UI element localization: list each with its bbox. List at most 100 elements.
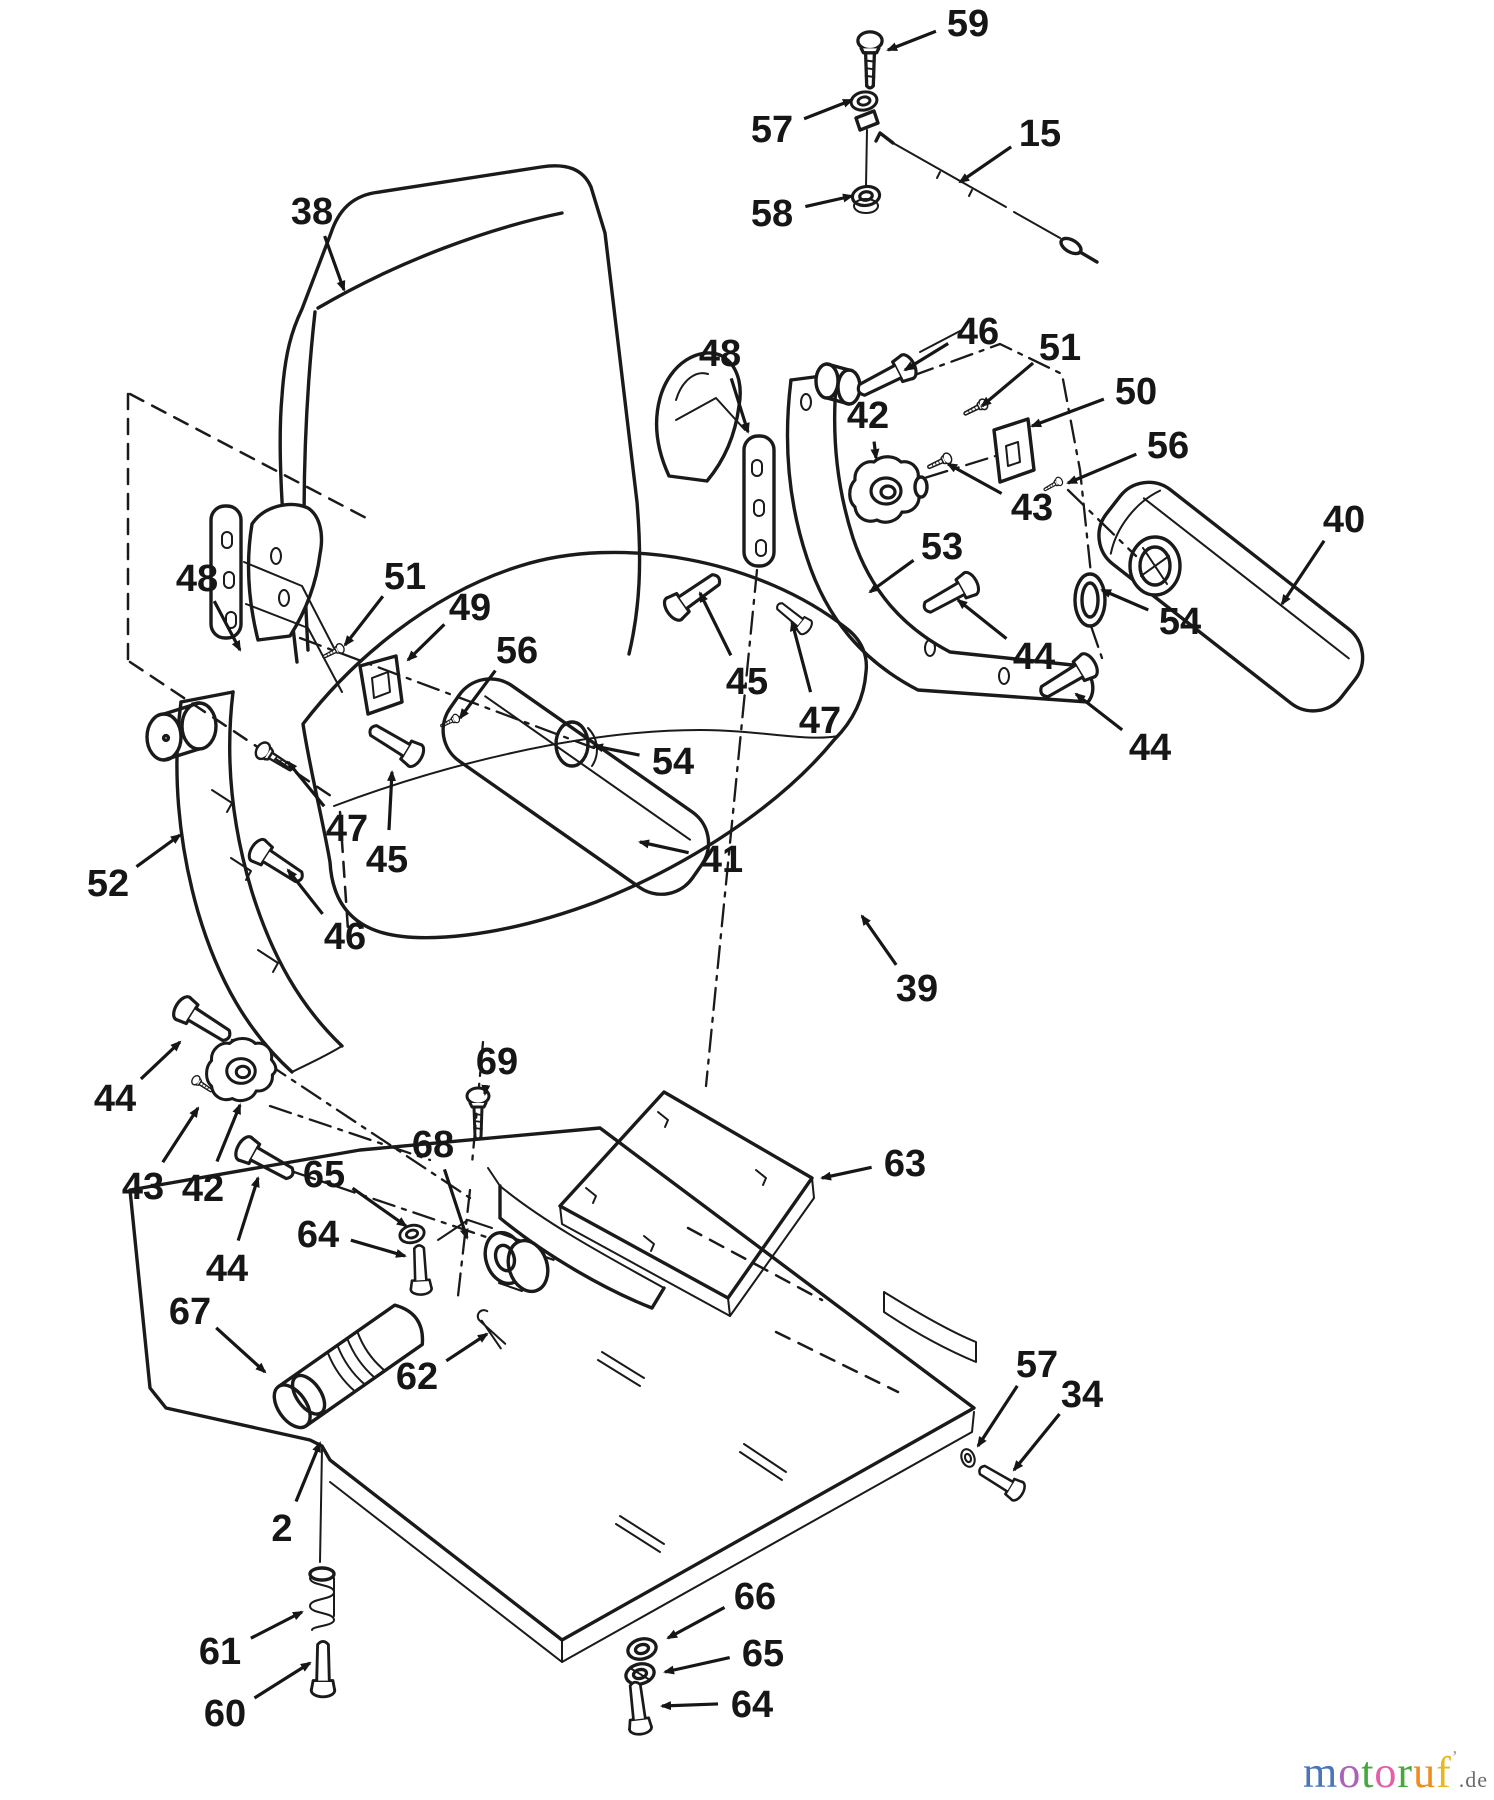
- screw-43: [924, 450, 955, 474]
- callout-arrow-45: [698, 591, 733, 657]
- pin-62: [476, 1309, 507, 1350]
- callout-arrow-60: [253, 1661, 312, 1700]
- callout-label-39: 39: [896, 968, 938, 1010]
- callout-label-51: 51: [384, 556, 426, 598]
- callout-arrow-64: [350, 1238, 407, 1258]
- callout-arrow-47: [789, 620, 813, 693]
- callout-label-57: 57: [751, 109, 793, 151]
- line-art-layer: [126, 30, 1365, 1737]
- callout-arrow-44: [236, 1176, 260, 1242]
- seat-hole: [554, 720, 590, 768]
- watermark-letter: t: [1361, 1748, 1375, 1797]
- callout-arrow-63: [820, 1165, 872, 1181]
- bolt-64: [622, 1679, 654, 1737]
- callout-label-54: 54: [1159, 601, 1201, 643]
- watermark-letter: o: [1338, 1748, 1362, 1797]
- callout-label-49: 49: [449, 587, 491, 629]
- callout-arrow-42: [870, 441, 880, 460]
- callout-label-66: 66: [734, 1576, 776, 1618]
- callout-arrow-43: [161, 1106, 200, 1164]
- callout-label-34: 34: [1061, 1374, 1103, 1416]
- callout-arrow-44: [1074, 692, 1124, 732]
- callout-arrow-15: [958, 145, 1013, 184]
- callout-label-52: 52: [87, 863, 129, 905]
- callout-label-48: 48: [699, 333, 741, 375]
- callout-label-41: 41: [701, 839, 743, 881]
- callout-label-50: 50: [1115, 371, 1157, 413]
- knob-42: [848, 455, 925, 524]
- bracket-left: [145, 690, 344, 1074]
- watermark: motoruf’.de: [1303, 1747, 1488, 1798]
- callout-arrow-67: [215, 1326, 267, 1374]
- bolt-34: [973, 1458, 1029, 1505]
- callout-arrow-43: [946, 462, 1003, 495]
- bottom-hardware: [308, 1446, 1029, 1737]
- screw-51: [960, 396, 991, 420]
- callout-arrow-68: [442, 1168, 469, 1240]
- callout-label-45: 45: [366, 839, 408, 881]
- bolt-60: [309, 1640, 337, 1699]
- callout-label-51: 51: [1039, 327, 1081, 369]
- construction-lines: [126, 329, 1138, 1298]
- callout-label-56: 56: [496, 630, 538, 672]
- callout-arrow-65: [351, 1186, 408, 1228]
- callout-arrow-54: [1100, 588, 1149, 612]
- callout-arrow-48: [212, 600, 242, 652]
- callout-label-47: 47: [799, 700, 841, 742]
- hinge-left: [209, 502, 404, 716]
- watermark-letter: u: [1413, 1748, 1437, 1797]
- callout-label-57: 57: [1016, 1344, 1058, 1386]
- plate-50: [992, 417, 1036, 484]
- watermark-tick: ’: [1451, 1747, 1459, 1767]
- callout-arrow-2: [294, 1441, 322, 1503]
- callout-arrow-50: [1030, 397, 1105, 428]
- callout-label-62: 62: [396, 1356, 438, 1398]
- watermark-letter: f: [1436, 1748, 1452, 1797]
- callout-label-68: 68: [412, 1124, 454, 1166]
- callout-label-65: 65: [742, 1633, 784, 1675]
- watermark-text: motoruf: [1303, 1748, 1452, 1797]
- callout-label-64: 64: [297, 1214, 339, 1256]
- washer-66: [624, 1634, 660, 1664]
- callout-arrow-56: [1066, 452, 1137, 485]
- callout-label-64: 64: [731, 1684, 773, 1726]
- base-plate: [128, 1126, 976, 1663]
- callout-arrow-44: [956, 598, 1008, 640]
- callout-label-15: 15: [1019, 113, 1061, 155]
- o-ring: [1073, 572, 1107, 628]
- bolt-45: [659, 565, 728, 626]
- callout-arrow-69: [481, 1084, 491, 1096]
- rod-15: [874, 131, 1099, 264]
- callout-label-48: 48: [176, 558, 218, 600]
- bolt-46: [244, 834, 310, 891]
- callout-arrow-46: [286, 868, 324, 915]
- armrest-mount-hole: [1128, 535, 1182, 597]
- callout-label-44: 44: [1129, 727, 1171, 769]
- watermark-suffix: .de: [1458, 1767, 1488, 1792]
- callout-arrow-47: [286, 760, 326, 808]
- bolt-64: [407, 1243, 434, 1297]
- handle-67: [272, 1303, 425, 1430]
- bolt-44-lower: [230, 1132, 301, 1188]
- callout-arrow-42: [215, 1103, 242, 1163]
- callout-label-56: 56: [1147, 425, 1189, 467]
- callout-label-69: 69: [476, 1041, 518, 1083]
- callout-arrow-51: [980, 361, 1035, 408]
- callout-arrow-61: [250, 1610, 304, 1640]
- callout-arrow-41: [638, 839, 689, 855]
- callout-label-43: 43: [122, 1166, 164, 1208]
- callout-label-44: 44: [1013, 636, 1055, 678]
- fasteners-right: [659, 350, 1103, 707]
- callout-arrow-52: [135, 833, 182, 868]
- bolt-45: [362, 716, 429, 771]
- callout-label-44: 44: [94, 1078, 136, 1120]
- callout-label-59: 59: [947, 3, 989, 45]
- watermark-letter: o: [1374, 1748, 1398, 1797]
- callout-arrow-39: [860, 914, 898, 966]
- callout-label-61: 61: [199, 1631, 241, 1673]
- armrest-right: [1073, 480, 1365, 713]
- callout-arrow-59: [886, 29, 937, 52]
